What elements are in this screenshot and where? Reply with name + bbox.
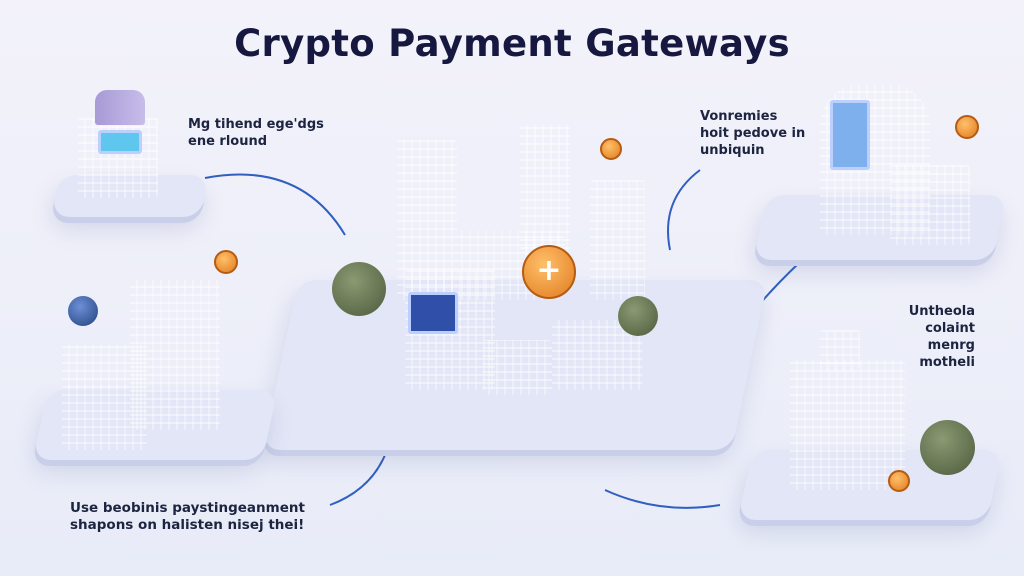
building-top-right-annex [890, 165, 970, 245]
caption-line: Untheola [908, 304, 975, 319]
screen [408, 292, 458, 334]
arrow-top-left [204, 173, 346, 236]
tower-middle [520, 125, 570, 255]
arrow-top-right [667, 169, 701, 251]
caption-bottom-left: Use beobinis paystingeanment shapons on … [70, 500, 305, 534]
tree [332, 262, 386, 316]
building-top-left-roof [95, 90, 145, 125]
page-title: Crypto Payment Gateways [234, 22, 790, 65]
caption-top-right: Vonremies hoit pedove in unbiquin [700, 108, 805, 159]
caption-line: colaint menrg [925, 321, 975, 353]
bitcoin-marker-icon [955, 115, 979, 139]
caption-line: Mg tihend ege'dgs [188, 117, 324, 132]
arrow-bottom-left [329, 454, 386, 506]
tree [920, 420, 975, 475]
caption-line: hoit pedove in [700, 126, 806, 141]
tower-left [397, 140, 457, 300]
building-center-shop [482, 340, 552, 395]
tree [618, 296, 658, 336]
caption-line: motheli [919, 355, 975, 370]
location-pin-icon [214, 250, 238, 274]
caption-line: ene rlound [188, 134, 268, 149]
bitcoin-marker-icon [888, 470, 910, 492]
arrow-bottom-right [604, 489, 721, 509]
caption-line: Vonremies [700, 109, 778, 124]
screen [830, 100, 870, 170]
caption-line: unbiquin [700, 143, 765, 158]
building-mid-left [62, 345, 147, 450]
caption-line: Use beobinis paystingeanment [70, 500, 305, 516]
building-bottom-right-roof [820, 330, 860, 370]
caption-line: shapons on halisten nisej thei! [70, 517, 305, 533]
caption-mid-right: Untheola colaint menrg motheli [880, 303, 975, 371]
globe-icon [68, 296, 98, 326]
crypto-coin-icon: + [522, 245, 576, 299]
bitcoin-marker-icon [600, 138, 622, 160]
caption-top-left: Mg tihend ege'dgs ene rlound [188, 116, 324, 150]
tower-right [590, 180, 645, 300]
screen [98, 130, 142, 154]
building-bottom-right [790, 360, 905, 490]
building-mid-left-tower [130, 280, 220, 430]
